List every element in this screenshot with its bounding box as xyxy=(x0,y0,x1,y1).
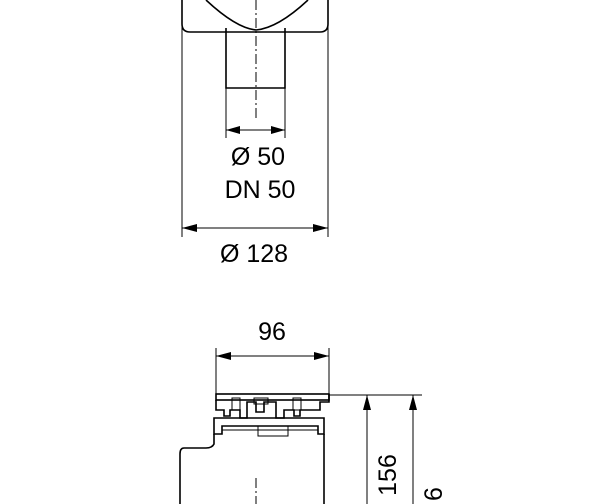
height-1-label: 156 xyxy=(374,454,402,496)
dimension-height-2: 6 xyxy=(409,395,448,504)
outlet-nominal-label: DN 50 xyxy=(225,176,296,204)
side-view xyxy=(179,393,330,504)
arrowhead xyxy=(409,395,417,410)
dimension-grate-width: 96 xyxy=(215,318,330,398)
body-diameter-label: Ø 128 xyxy=(220,240,288,268)
body-lower xyxy=(179,434,215,504)
grate xyxy=(215,393,330,401)
plan-view xyxy=(181,0,329,118)
outlet-diameter-label: Ø 50 xyxy=(231,143,285,171)
arrowhead xyxy=(314,352,329,360)
dimension-height-1: 156 xyxy=(329,394,422,504)
outlet-pipe xyxy=(225,28,286,89)
arrowhead xyxy=(182,224,197,232)
flange xyxy=(213,417,325,435)
dimension-body-diameter: Ø 128 xyxy=(181,24,329,268)
center-clip xyxy=(253,397,269,405)
height-2-label: 6 xyxy=(420,487,448,501)
bowl-curve xyxy=(205,0,309,31)
grate-support xyxy=(215,394,330,419)
grate-width-label: 96 xyxy=(258,318,286,346)
flange-insert xyxy=(257,425,289,437)
dimension-outlet-diameter: Ø 50 DN 50 xyxy=(225,88,296,204)
clip-right xyxy=(292,397,302,411)
arrowhead xyxy=(226,126,240,134)
arrowhead xyxy=(216,352,231,360)
arrowhead xyxy=(271,126,285,134)
housing-outline xyxy=(181,0,329,33)
arrowhead xyxy=(313,224,328,232)
arrowhead xyxy=(363,395,371,410)
clip-left xyxy=(231,397,241,411)
